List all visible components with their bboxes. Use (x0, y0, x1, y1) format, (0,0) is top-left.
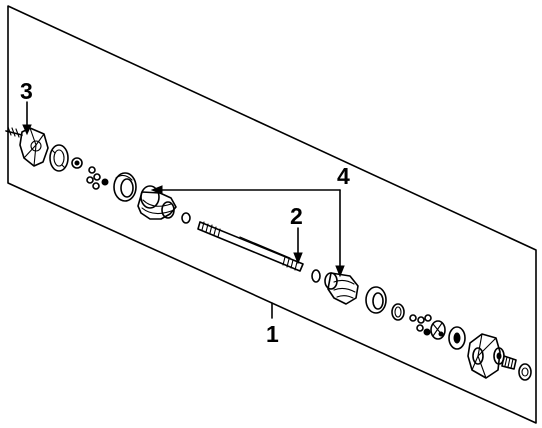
inner-boot (324, 272, 359, 305)
ball-cage (71, 157, 109, 190)
bearing-race (49, 144, 69, 172)
callout-label-1: 1 (266, 321, 279, 347)
outer-boot (137, 185, 177, 220)
spacer-ring (391, 303, 405, 321)
boot-clamp (113, 172, 137, 202)
assembly-panel-outline (7, 5, 537, 424)
callout-label-4: 4 (337, 163, 350, 189)
inner-snap-ring (311, 269, 321, 283)
outer-snap-ring (181, 212, 191, 224)
callout-leaders (22, 101, 345, 319)
inner-bearing-balls (409, 314, 432, 336)
inner-cage (430, 320, 446, 340)
axle-shaft (197, 221, 304, 272)
callout-label-3: 3 (20, 78, 33, 104)
tripod-spider (448, 326, 466, 350)
callout-label-2: 2 (290, 203, 303, 229)
inner-boot-clamp (365, 286, 387, 314)
stub-shaft (501, 355, 532, 381)
inner-housing (467, 333, 505, 379)
outer-cv-joint (5, 126, 49, 167)
